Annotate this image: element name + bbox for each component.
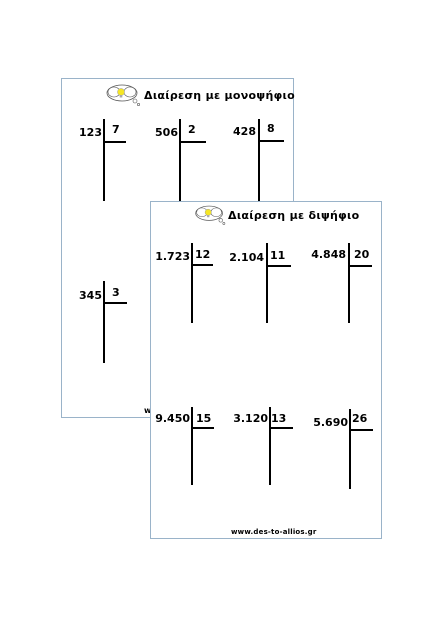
division-horizontal-line (103, 141, 126, 143)
division-vertical-line (103, 281, 105, 363)
divisor: 15 (196, 412, 212, 425)
worksheet-title: Διαίρεση με μονοψήφιο (144, 89, 295, 102)
dividend: 123 (79, 126, 102, 139)
division-vertical-line (258, 119, 260, 201)
division-vertical-line (269, 407, 271, 485)
dividend: 506 (155, 126, 178, 139)
divisor: 8 (267, 122, 275, 135)
division-horizontal-line (179, 141, 206, 143)
footer-partial: w (144, 406, 152, 415)
lightbulb-cloud-icon (195, 205, 226, 225)
division-vertical-line (179, 119, 181, 201)
divisor: 13 (271, 412, 287, 425)
lightbulb-cloud-icon (106, 84, 140, 106)
division-horizontal-line (349, 429, 373, 431)
worksheet-title: Διαίρεση με διψήφιο (228, 209, 360, 222)
divisor: 11 (270, 249, 286, 262)
division-vertical-line (348, 243, 350, 323)
website-footer: www.des-to-allios.gr (231, 528, 317, 536)
division-horizontal-line (258, 140, 284, 142)
divisor: 3 (112, 286, 120, 299)
division-horizontal-line (348, 265, 372, 267)
dividend: 3.120 (233, 412, 268, 425)
dividend: 345 (79, 289, 102, 302)
divisor: 26 (352, 412, 368, 425)
division-horizontal-line (191, 264, 213, 266)
divisor: 20 (354, 248, 370, 261)
worksheet-front: Διαίρεση με διψήφιο 1.723 12 2.104 11 4.… (150, 201, 382, 539)
division-horizontal-line (191, 427, 214, 429)
division-horizontal-line (269, 427, 293, 429)
divisor: 12 (195, 248, 211, 261)
divisor: 7 (112, 123, 120, 136)
dividend: 428 (233, 125, 256, 138)
division-horizontal-line (266, 265, 291, 267)
division-horizontal-line (103, 302, 127, 304)
dividend: 4.848 (311, 248, 346, 261)
dividend: 5.690 (313, 416, 348, 429)
division-vertical-line (349, 409, 351, 489)
dividend: 2.104 (229, 251, 264, 264)
division-vertical-line (191, 243, 193, 323)
dividend: 1.723 (155, 250, 190, 263)
division-vertical-line (266, 243, 268, 323)
division-vertical-line (191, 407, 193, 485)
divisor: 2 (188, 123, 196, 136)
dividend: 9.450 (155, 412, 190, 425)
division-vertical-line (103, 119, 105, 201)
